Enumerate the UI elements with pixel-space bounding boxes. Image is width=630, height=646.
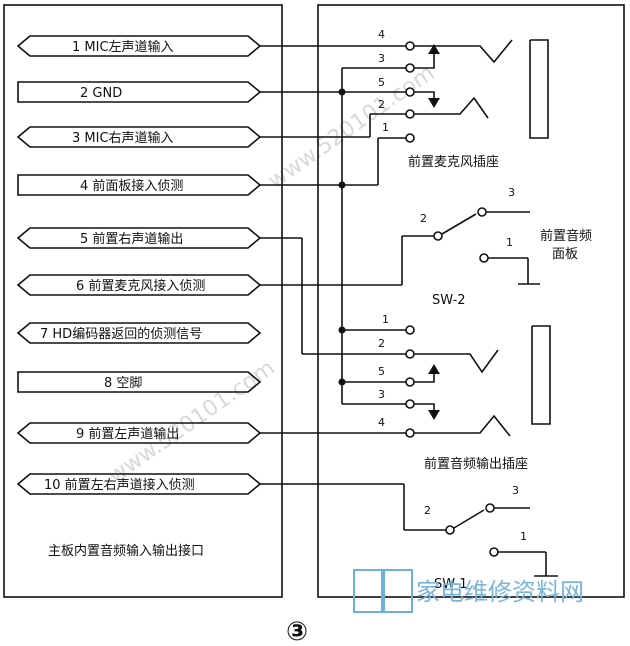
output-jack-label: 前置音频输出插座 [424, 456, 528, 472]
svg-text:2: 2 [420, 212, 427, 225]
out-pin-1 [405, 325, 415, 335]
sw1-label: SW-1 [434, 577, 468, 592]
signal-arrow-4 [17, 174, 262, 196]
signal-label-6: 6 前置麦克风接入侦测 [76, 278, 205, 294]
svg-text:家电维修资料网: 家电维修资料网 [416, 578, 584, 606]
sw2-label: SW-2 [432, 293, 466, 308]
svg-text:2: 2 [424, 504, 431, 517]
out-pin-2 [405, 349, 415, 359]
signal-label-3: 3 MIC右声道输入 [72, 130, 174, 146]
out-pin-4 [405, 428, 415, 438]
mainboard-box [3, 4, 283, 598]
signal-label-2: 2 GND [80, 86, 122, 101]
panel-label-1: 前置音频 [540, 228, 592, 244]
figure-number: ③ [286, 617, 308, 646]
svg-text:3: 3 [512, 484, 519, 497]
mic-pin-5 [405, 87, 415, 97]
svg-text:4: 4 [378, 28, 385, 41]
signal-label-10: 10 前置左右声道接入侦测 [44, 477, 195, 493]
signal-label-8: 8 空脚 [104, 375, 142, 391]
svg-text:3: 3 [378, 388, 385, 401]
switch-sw2: 2 3 1 SW-2 [260, 186, 540, 308]
signal-arrow-8 [17, 371, 262, 393]
signal-label-9: 9 前置左声道输出 [76, 426, 179, 442]
mic-jack: 4 3 5 2 1 前置麦克风插座 [260, 28, 549, 404]
svg-text:2: 2 [378, 98, 385, 111]
svg-text:4: 4 [378, 416, 385, 429]
watermark-text-2: www.520101.com [264, 61, 440, 194]
svg-text:3: 3 [508, 186, 515, 199]
mic-jack-label: 前置麦克风插座 [408, 154, 499, 170]
watermark-logo: 家电维修资料网 [353, 569, 584, 613]
signal-label-4: 4 前面板接入侦测 [80, 178, 183, 194]
signal-label-1: 1 MIC左声道输入 [72, 39, 174, 55]
front-panel-box [317, 4, 625, 598]
svg-text:1: 1 [382, 121, 389, 134]
board-label: 主板内置音频输入输出接口 [48, 543, 204, 559]
signal-label-5: 5 前置右声道输出 [80, 231, 183, 247]
mic-pin-2 [405, 109, 415, 119]
svg-text:1: 1 [506, 236, 513, 249]
svg-text:2: 2 [378, 337, 385, 350]
svg-text:3: 3 [378, 52, 385, 65]
signal-list: 1 MIC左声道输入 2 GND 3 MIC右声道输入 4 前面板接入侦测 5 … [16, 35, 262, 495]
panel-label-2: 面板 [552, 247, 578, 262]
out-pin-5 [405, 377, 415, 387]
mic-pin-1 [405, 133, 415, 143]
mic-pin-3 [405, 63, 415, 73]
svg-text:1: 1 [520, 530, 527, 543]
signal-label-7: 7 HD编码器返回的侦测信号 [40, 326, 202, 342]
switch-sw1: 3 2 1 SW-1 [260, 483, 558, 592]
signal-arrow-7 [16, 322, 262, 344]
output-jack: 1 2 5 3 4 前置音频输出插座 [260, 237, 551, 472]
mic-pin-4 [405, 41, 415, 51]
svg-text:5: 5 [378, 365, 385, 378]
svg-text:1: 1 [382, 313, 389, 326]
signal-arrow-2 [17, 81, 262, 103]
svg-text:5: 5 [378, 76, 385, 89]
out-pin-3 [405, 399, 415, 409]
